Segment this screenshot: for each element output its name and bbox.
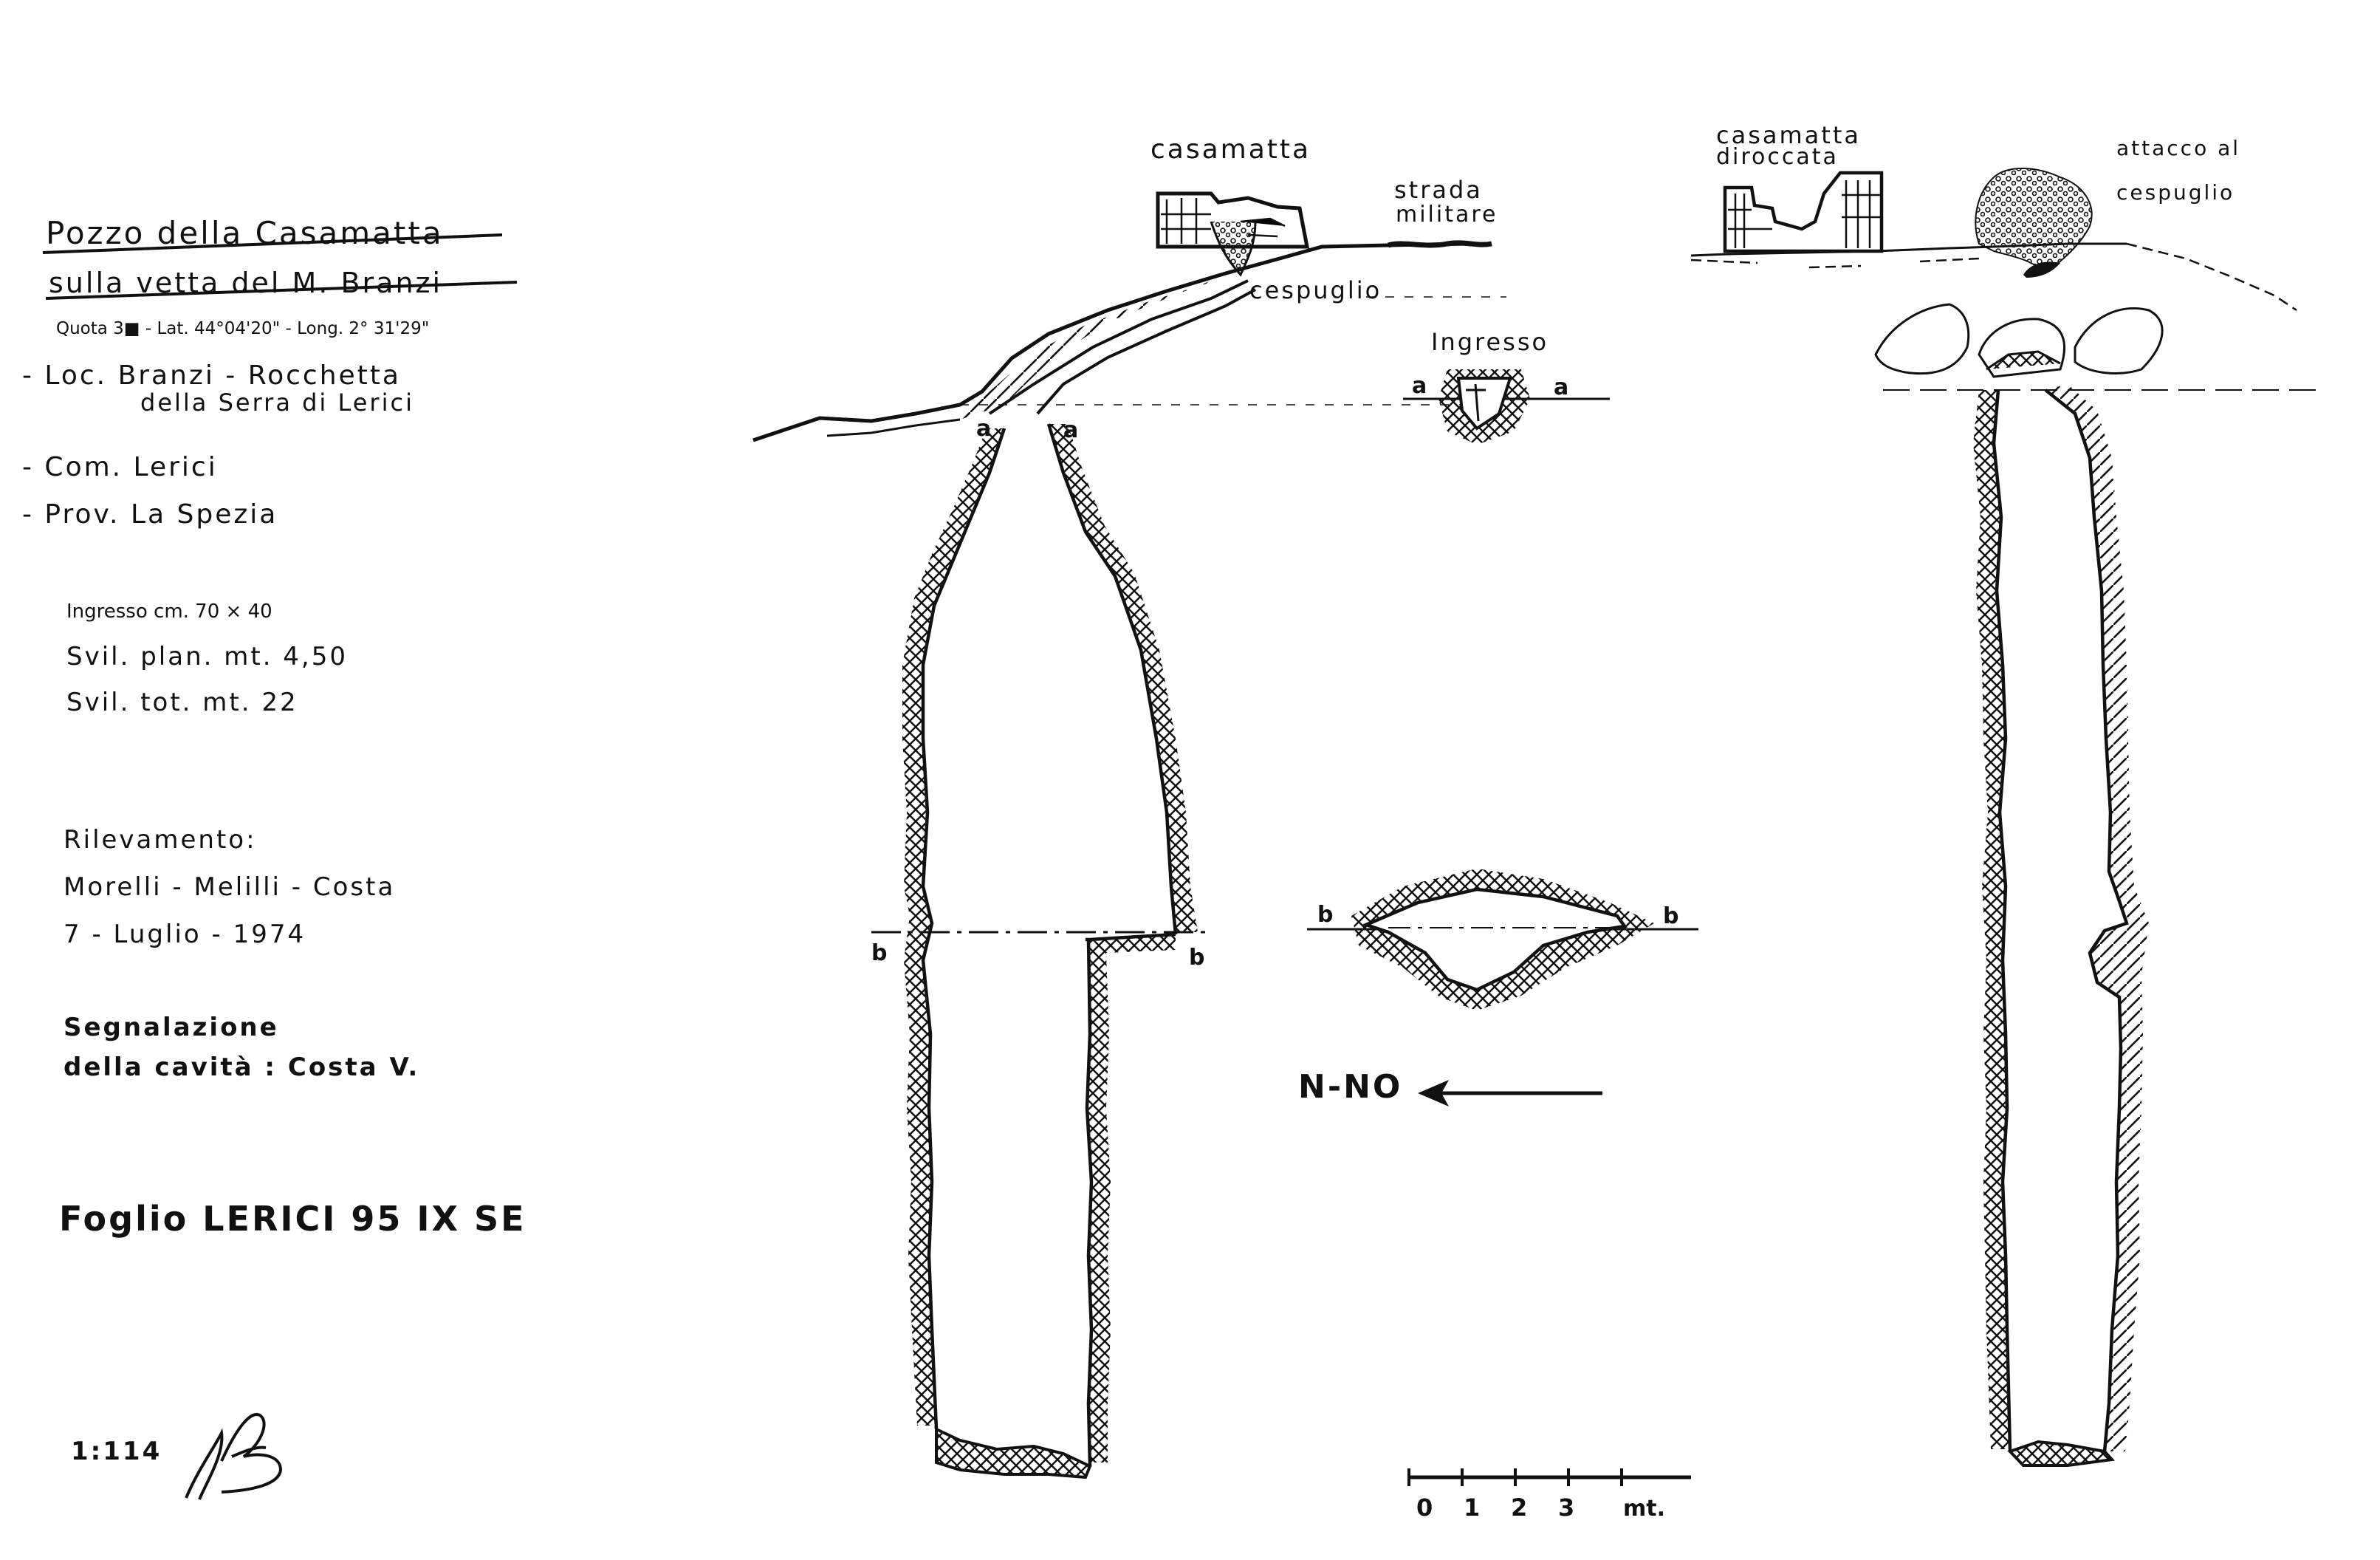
strada-label-line-1: strada — [1394, 176, 1483, 204]
location-line-1: - Loc. Branzi - Rocchetta — [22, 360, 401, 391]
mark-a-left-2: a — [1063, 417, 1078, 443]
section-right: casamatta diroccata attacco al cespuglio — [1690, 121, 2326, 1467]
cespuglio-label-left: cespuglio — [1249, 276, 1382, 304]
mark-a-left-1: a — [976, 416, 991, 442]
entrance-duct-left — [988, 279, 1249, 415]
comune: - Com. Lerici — [22, 452, 218, 482]
casamatta-diroccata-line-2: diroccata — [1716, 144, 1839, 170]
segnalazione-line-1: Segnalazione — [64, 1013, 279, 1042]
scale-tick-3: 3 — [1558, 1494, 1574, 1522]
scale-bar: 0 1 2 3 mt. — [1407, 1468, 1691, 1522]
shaft-right-wall-upper — [1049, 424, 1198, 932]
casamatta-building-left — [1156, 191, 1310, 277]
title-line-2: sulla vetta del M. Branzi — [49, 267, 442, 299]
mark-b-left-1: b — [871, 940, 887, 966]
shaft-floor-right — [2007, 1440, 2116, 1467]
mark-b-plan-1: b — [1317, 902, 1333, 928]
mark-a-plan-2: a — [1554, 374, 1568, 400]
casamatta-diroccata-building — [1723, 171, 1884, 253]
plan-view: Ingresso a a b b N-NO — [1298, 328, 1698, 1106]
rilevamento-label: Rilevamento: — [64, 825, 257, 855]
scale-unit: mt. — [1623, 1496, 1665, 1522]
ground-surface-left — [752, 242, 1470, 442]
sviluppo-totale: Svil. tot. mt. 22 — [66, 688, 298, 717]
signature — [185, 1412, 283, 1500]
cespuglio-bush — [1975, 167, 2093, 275]
provincia: - Prov. La Spezia — [22, 499, 278, 530]
rilevamento-date: 7 - Luglio - 1974 — [64, 920, 306, 949]
foglio: Foglio LERICI 95 IX SE — [59, 1199, 527, 1239]
scale-tick-1: 1 — [1464, 1494, 1480, 1522]
north-label: N-NO — [1298, 1068, 1402, 1106]
ingresso-size: Ingresso cm. 70 × 40 — [66, 601, 272, 623]
rilevamento-names: Morelli - Melilli - Costa — [64, 872, 395, 902]
boulders — [1874, 303, 2164, 378]
strada-militare-line — [1387, 240, 1492, 248]
north-arrow: N-NO — [1298, 1068, 1602, 1106]
mark-b-left-2: b — [1189, 945, 1204, 971]
title-underline-2 — [45, 281, 518, 300]
title-underline-1 — [42, 233, 503, 254]
scale-tick-0: 0 — [1416, 1494, 1433, 1522]
scale-ratio: 1:114 — [71, 1437, 162, 1466]
mark-b-plan-2: b — [1663, 903, 1678, 929]
scale-tick-2: 2 — [1511, 1494, 1527, 1522]
sviluppo-planimetrico: Svil. plan. mt. 4,50 — [66, 642, 348, 671]
shaft-right-section-right-wall — [2045, 384, 2149, 1451]
shaft-floor-left — [935, 1426, 1092, 1479]
attacco-line-2: cespuglio — [2116, 180, 2235, 205]
casamatta-label-left: casamatta — [1150, 134, 1311, 165]
attacco-line-1: attacco al — [2116, 136, 2240, 160]
mark-a-plan-1: a — [1412, 373, 1427, 399]
coordinates: Quota 3■ - Lat. 44°04'20" - Long. 2° 31'… — [56, 319, 429, 338]
segnalazione-line-2: della cavità : Costa V. — [64, 1053, 419, 1082]
section-left: casamatta strada militare cespuglio a a … — [752, 134, 1506, 1479]
shaft-left-wall — [902, 428, 1004, 1426]
location-line-2: della Serra di Lerici — [140, 389, 414, 417]
casamatta-diroccata-line-1: casamatta — [1716, 121, 1861, 149]
strada-label-line-2: militare — [1396, 202, 1498, 228]
ingresso-label: Ingresso — [1431, 328, 1549, 356]
title-block: Pozzo della Casamatta sulla vetta del M.… — [22, 215, 527, 1500]
